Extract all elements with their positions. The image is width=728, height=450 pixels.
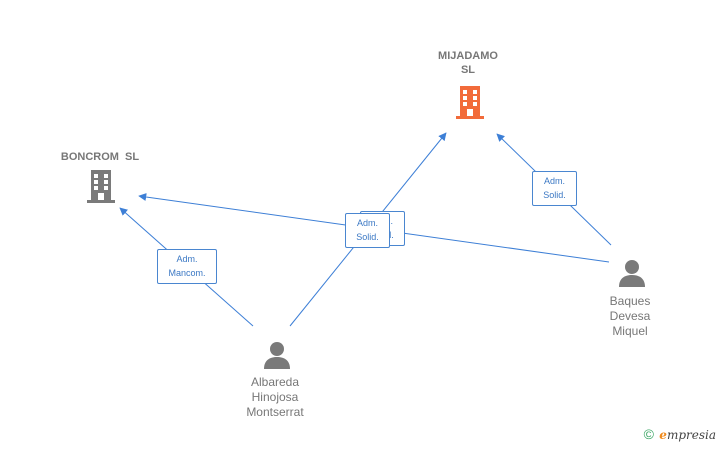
person-name-line: Albareda [250,375,300,389]
company-name-line: BONCROM SL [60,151,140,163]
role-label-line: Adm. [543,176,565,186]
brand-logo-text: mpresia [666,428,716,442]
building-icon[interactable] [454,84,486,120]
person-name-line: Hinojosa [251,390,299,404]
role-label-line: Adm. [176,254,198,264]
role-label-line: Solid. [356,232,379,242]
company-name-line: SL [460,64,476,76]
brand-logo-e: e [659,428,667,442]
role-label-line: Solid. [543,190,566,200]
person-name-line: Miquel [612,324,648,338]
role-label-line: Adm. [356,218,378,228]
person-icon[interactable] [617,258,647,288]
person-name-baques[interactable]: Baques Devesa Miquel [592,294,668,339]
role-label-line: Mancom. [168,268,206,278]
role-label-baques-mijadamo[interactable]: Adm. Solid. [532,171,577,206]
person-name-albareda[interactable]: Albareda Hinojosa Montserrat [230,375,320,420]
person-name-line: Devesa [609,309,651,323]
company-name-line: MIJADAMO [438,50,498,62]
empresia-watermark: © empresia [644,426,716,442]
person-name-line: Montserrat [246,405,304,419]
copyright-symbol: © [643,426,654,442]
role-label-albareda-mijadamo[interactable]: Adm. Solid. [345,213,390,248]
person-name-line: Baques [609,294,651,308]
company-name-boncrom[interactable]: BONCROM SL [48,150,152,164]
company-name-mijadamo[interactable]: MIJADAMO SL [420,49,516,77]
building-icon[interactable] [85,168,117,204]
person-icon[interactable] [262,340,292,370]
role-label-albareda-boncrom[interactable]: Adm. Mancom. [157,249,217,284]
